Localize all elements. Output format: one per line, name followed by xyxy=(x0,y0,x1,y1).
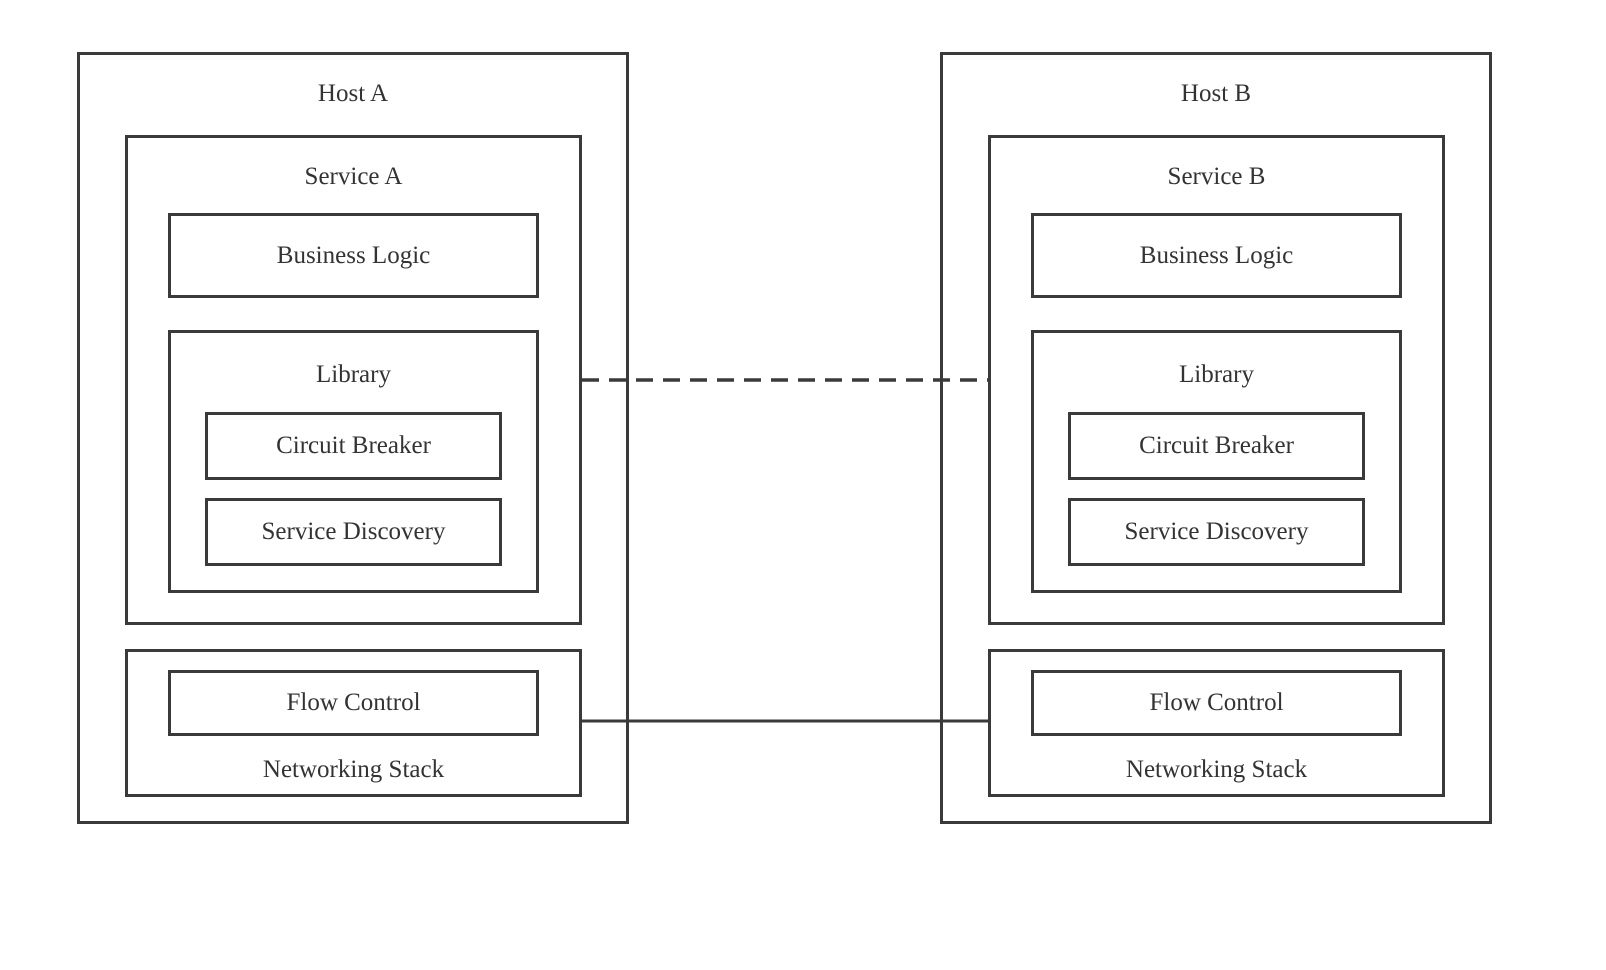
flow-control-b-box: Flow Control xyxy=(1031,670,1402,736)
business-logic-a-box: Business Logic xyxy=(168,213,539,298)
networking-stack-a-title: Networking Stack xyxy=(262,756,445,783)
networking-stack-b-title: Networking Stack xyxy=(1125,756,1308,783)
circuit-breaker-b-label: Circuit Breaker xyxy=(1139,432,1294,459)
business-logic-b-box: Business Logic xyxy=(1031,213,1402,298)
service-discovery-a-label: Service Discovery xyxy=(261,518,446,545)
host-b-title: Host B xyxy=(1180,80,1252,107)
service-discovery-b-box: Service Discovery xyxy=(1068,498,1365,566)
circuit-breaker-b-box: Circuit Breaker xyxy=(1068,412,1365,480)
service-b-title: Service B xyxy=(1167,163,1266,190)
service-a-title: Service A xyxy=(304,163,403,190)
flow-control-a-box: Flow Control xyxy=(168,670,539,736)
service-discovery-a-box: Service Discovery xyxy=(205,498,502,566)
flow-control-a-label: Flow Control xyxy=(286,689,421,716)
business-logic-a-label: Business Logic xyxy=(276,241,431,269)
host-a-title: Host A xyxy=(317,80,389,107)
circuit-breaker-a-box: Circuit Breaker xyxy=(205,412,502,480)
business-logic-b-label: Business Logic xyxy=(1139,241,1294,269)
flow-control-b-label: Flow Control xyxy=(1149,689,1284,716)
circuit-breaker-a-label: Circuit Breaker xyxy=(276,432,431,459)
service-discovery-b-label: Service Discovery xyxy=(1124,518,1309,545)
library-a-title: Library xyxy=(316,361,391,388)
library-b-title: Library xyxy=(1179,361,1254,388)
